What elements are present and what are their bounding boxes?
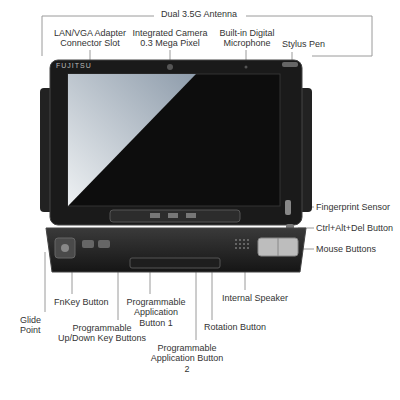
callout-label: FnKey Button bbox=[54, 297, 116, 307]
callout-label: Dual 3.5G Antenna bbox=[149, 9, 249, 19]
callout-label: Glide Point bbox=[20, 315, 54, 336]
brand-logo: FUJITSU bbox=[56, 62, 106, 70]
callout-label: Stylus Pen bbox=[282, 39, 342, 49]
callout-label: Programmable Up/Down Key Buttons bbox=[56, 323, 148, 344]
callout-label: Ctrl+Alt+Del Button bbox=[316, 223, 398, 233]
callout-label: Rotation Button bbox=[204, 322, 284, 332]
callout-label: Integrated Camera 0.3 Mega Pixel bbox=[127, 28, 213, 49]
callout-label: Internal Speaker bbox=[222, 293, 302, 303]
callout-label: Built-in Digital Microphone bbox=[214, 28, 280, 49]
callout-label: LAN/VGA Adapter Connector Slot bbox=[50, 28, 130, 49]
callout-label: Mouse Buttons bbox=[316, 244, 396, 254]
callout-label: Programmable Application Button 1 bbox=[122, 297, 190, 328]
callout-label: Fingerprint Sensor bbox=[316, 202, 398, 212]
callout-label: Programmable Application Button 2 bbox=[150, 343, 224, 374]
